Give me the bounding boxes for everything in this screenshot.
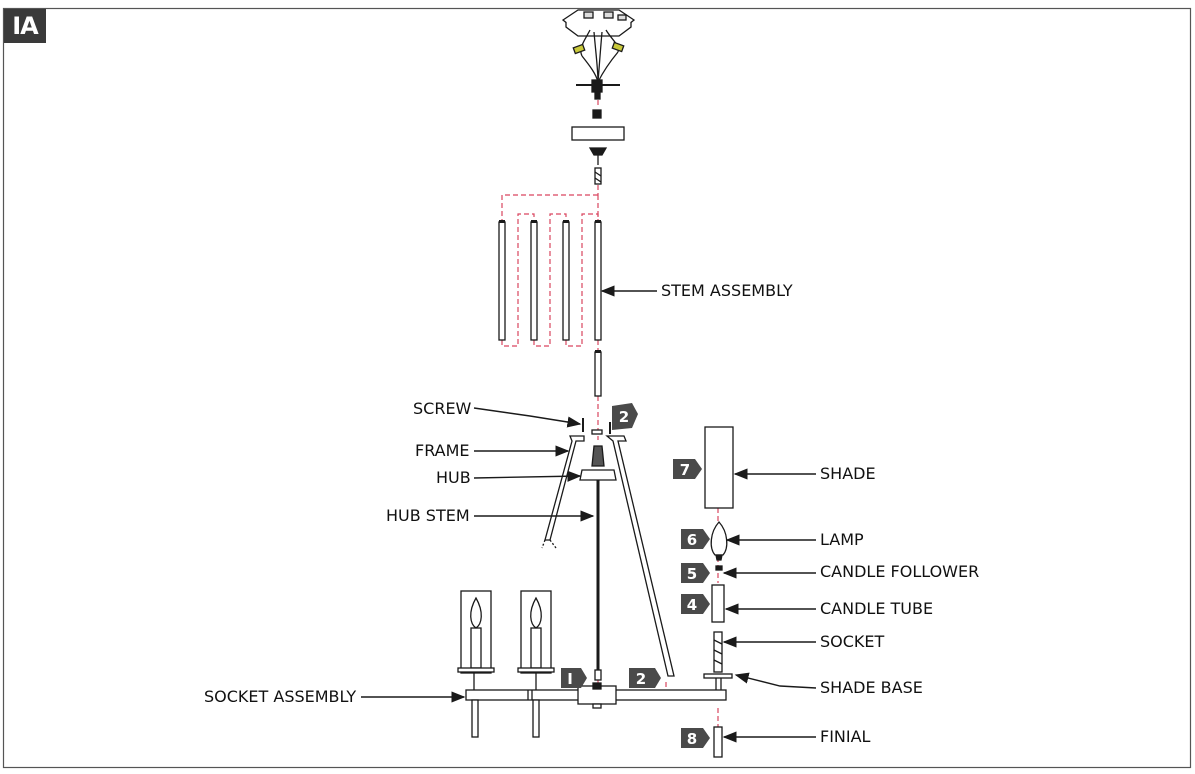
label-finial: FINIAL (820, 727, 871, 746)
step-badge-7: 7 (673, 459, 702, 479)
frame-hub (541, 418, 675, 681)
step-badge-5: 5 (681, 563, 710, 583)
figure-tag: IA (4, 9, 46, 43)
step-badge-2-arm: 2 (629, 668, 661, 688)
label-socket: SOCKET (820, 632, 885, 651)
socket-assembly (457, 426, 734, 758)
svg-text:4: 4 (687, 596, 697, 614)
label-hub-stem: HUB STEM (386, 506, 470, 525)
label-shade-base: SHADE BASE (820, 678, 923, 697)
label-hub: HUB (436, 468, 471, 487)
step-badges: I 2 2 7 6 5 4 8 (561, 403, 710, 748)
label-candle-follower: CANDLE FOLLOWER (820, 562, 980, 581)
svg-text:2: 2 (636, 670, 646, 688)
step-badge-6: 6 (681, 529, 710, 549)
canopy-assembly (561, 9, 636, 185)
label-candle-tube: CANDLE TUBE (820, 599, 934, 618)
svg-text:7: 7 (680, 461, 690, 479)
diagram-border (2, 7, 1192, 769)
step-badge-4: 4 (681, 594, 710, 614)
svg-text:6: 6 (687, 531, 697, 549)
svg-text:5: 5 (687, 565, 697, 583)
label-frame: FRAME (415, 441, 470, 460)
arrow-screw (473, 407, 582, 428)
label-lamp: LAMP (820, 530, 864, 549)
step-badge-8: 8 (681, 728, 710, 748)
step-badge-2-frame: 2 (612, 403, 638, 430)
label-shade: SHADE (820, 464, 876, 483)
step-badge-1: I (561, 668, 587, 688)
svg-text:2: 2 (619, 408, 629, 426)
label-stem-assembly: STEM ASSEMBLY (661, 281, 793, 300)
arrow-hub (473, 470, 582, 482)
svg-text:8: 8 (687, 730, 697, 748)
arrow-shade-base (734, 672, 817, 689)
leader-arrows (361, 285, 817, 743)
svg-text:I: I (567, 670, 573, 688)
label-screw: SCREW (413, 399, 472, 418)
label-socket-assembly: SOCKET ASSEMBLY (204, 687, 357, 706)
